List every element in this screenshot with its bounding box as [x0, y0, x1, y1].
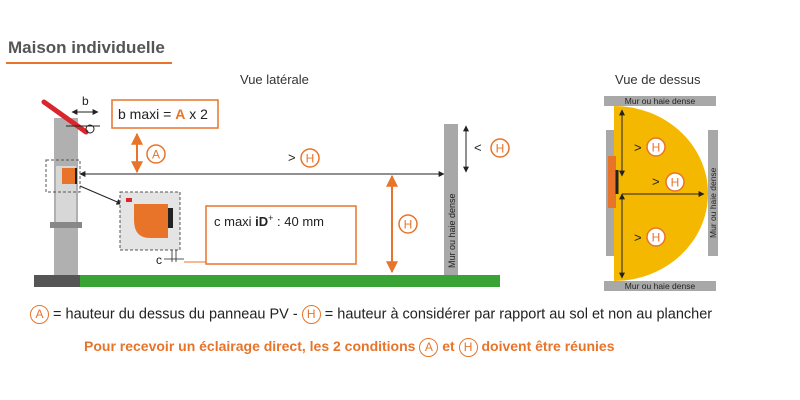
a-circle-side-label: A	[152, 148, 160, 162]
light-device-small	[62, 168, 76, 184]
top-view-title: Vue de dessus	[615, 72, 701, 87]
b-maxi-box	[111, 99, 219, 129]
legend-line: A = hauteur du dessus du panneau PV - H …	[30, 305, 712, 324]
roof-overhang-marker	[85, 124, 95, 134]
condition-mid: et	[438, 338, 459, 355]
legend-h-circle: H	[301, 305, 321, 324]
condition-line: Pour recevoir un éclairage direct, les 2…	[84, 338, 615, 357]
h-circle-wall-label: H	[496, 142, 505, 156]
lt-sign: <	[474, 140, 482, 155]
c-maxi-text: c maxi iD+ : 40 mm	[214, 213, 324, 229]
c-maxi-box	[205, 205, 357, 265]
ground	[80, 275, 500, 287]
device-detail-roof	[126, 198, 132, 202]
condition-suffix: doivent être réunies	[477, 338, 615, 355]
wall-hedge-right	[708, 130, 718, 256]
c-label: c	[156, 253, 162, 267]
wall-hedge-side	[444, 124, 458, 275]
condition-prefix: Pour recevoir un éclairage direct, les 2…	[84, 338, 420, 355]
window-sill	[50, 222, 82, 228]
h-circle-top-3	[646, 227, 666, 247]
gt-sign-side: >	[288, 150, 296, 165]
h-circle-top-1	[646, 137, 666, 157]
light-device-detail-face	[168, 208, 173, 228]
wall-hedge-bottom-label: Mur ou haie dense	[625, 281, 696, 291]
wall-hedge-top-label: Mur ou haie dense	[625, 96, 696, 106]
b-maxi-text: b maxi = A x 2	[118, 106, 208, 122]
wall-hedge-top	[604, 96, 716, 106]
roof	[41, 99, 89, 135]
light-device-top	[608, 156, 616, 208]
wall-hedge-bottom	[604, 281, 716, 291]
gt-sign-top-3: >	[634, 230, 642, 245]
legend-a-circle: A	[30, 305, 49, 324]
h-circle-wall	[490, 138, 510, 158]
light-device-detail	[134, 204, 168, 238]
gt-sign-top-1: >	[634, 140, 642, 155]
h-circle-top-3-label: H	[652, 231, 661, 245]
page-title: Maison individuelle	[8, 38, 165, 57]
title-underline	[6, 62, 172, 64]
h-circle-height-label: H	[404, 218, 413, 232]
h-circle-top-2-label: H	[671, 176, 680, 190]
side-view-title: Vue latérale	[240, 72, 309, 87]
legend-a-text: = hauteur du dessus du panneau PV -	[49, 306, 302, 323]
house-foundation	[34, 275, 80, 287]
condition-h-circle: H	[458, 338, 478, 357]
h-circle-distance-label: H	[306, 152, 315, 166]
wall-hedge-side-label: Mur ou haie dense	[447, 193, 457, 268]
gt-sign-top-2: >	[652, 174, 660, 189]
a-circle-side	[146, 144, 166, 164]
b-label: b	[82, 94, 89, 108]
h-circle-top-1-label: H	[652, 141, 661, 155]
legend-h-text: = hauteur à considérer par rapport au so…	[320, 306, 713, 323]
h-circle-height	[398, 214, 418, 234]
condition-a-circle: A	[419, 338, 439, 357]
h-circle-top-2	[665, 172, 685, 192]
zoom-arrow	[79, 185, 123, 205]
h-circle-distance	[300, 148, 320, 168]
wall-hedge-right-label: Mur ou haie dense	[708, 167, 718, 238]
